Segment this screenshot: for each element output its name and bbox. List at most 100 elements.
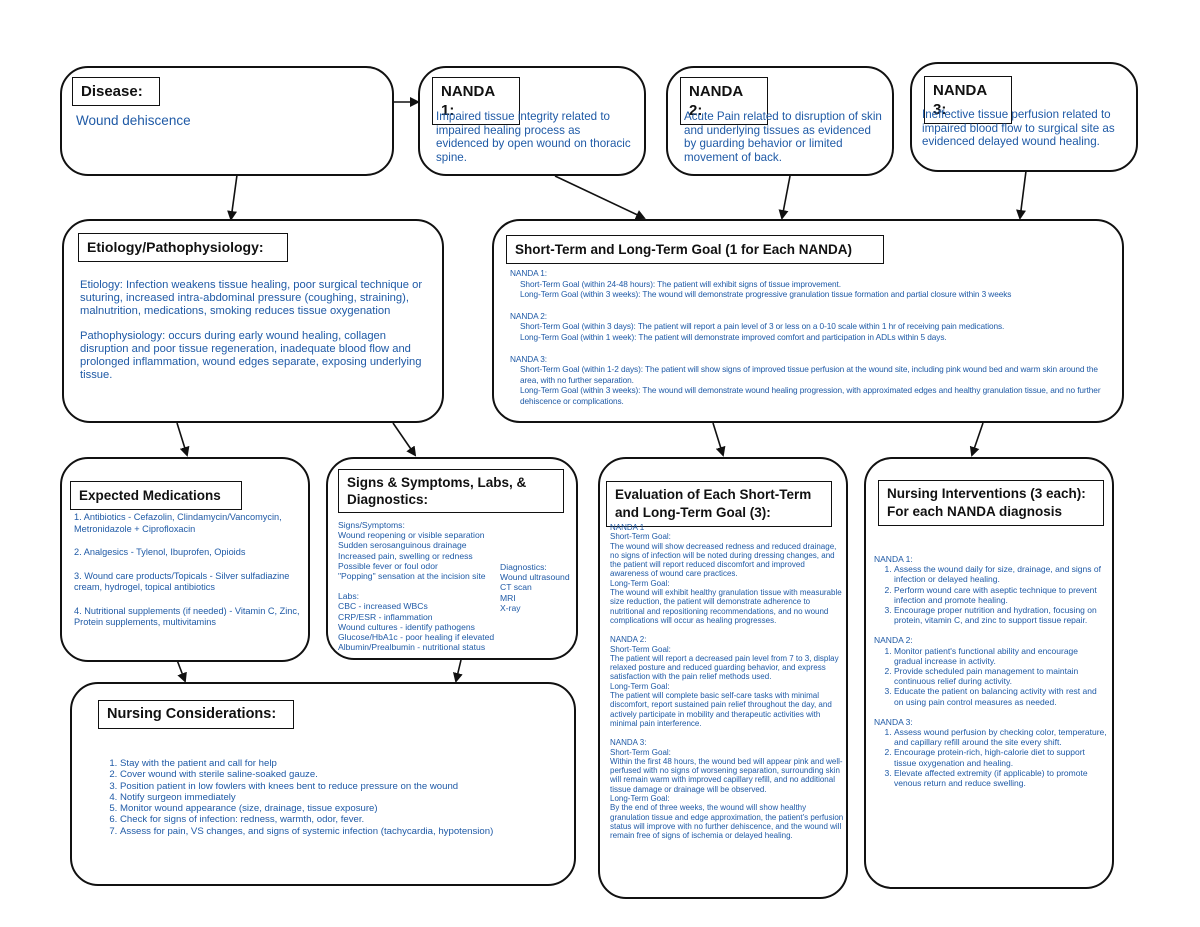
interventions-nanda1-list: Assess the wound daily for size, drainag… xyxy=(874,564,1108,625)
etiology-box: Etiology/Pathophysiology: Etiology: Infe… xyxy=(62,219,444,423)
medications-title: Expected Medications xyxy=(70,481,242,510)
diagnostics-item: CT scan xyxy=(500,582,532,593)
goals-nanda1-head: NANDA 1: xyxy=(510,268,548,278)
consideration-item: Assess for pain, VS changes, and signs o… xyxy=(120,826,574,837)
goals-text-block: NANDA 1: Short-Term Goal (within 24-48 h… xyxy=(510,268,1110,407)
arrow-etiology-to-medications xyxy=(176,422,190,457)
medication-item: 2. Analgesics - Tylenol, Ibuprofen, Opio… xyxy=(74,547,246,557)
intervention-item: Monitor patient's functional ability and… xyxy=(894,646,1108,666)
evaluation-title: Evaluation of Each Short-Term and Long-T… xyxy=(606,481,832,527)
signs-symptom-item: Sudden serosanguinous drainage xyxy=(338,540,467,551)
evaluation-short-label: Short-Term Goal: xyxy=(610,644,671,654)
diagnostics-col: Diagnostics: Wound ultrasound CT scan MR… xyxy=(500,562,576,613)
evaluation-long-label: Long-Term Goal: xyxy=(610,681,670,691)
signs-symptom-item: Possible fever or foul odor xyxy=(338,560,438,571)
diagnostics-item: Wound ultrasound xyxy=(500,572,570,583)
arrow-nanda1-to-goals xyxy=(554,175,646,220)
considerations-box: Nursing Considerations: Stay with the pa… xyxy=(70,682,576,886)
evaluation-short-label: Short-Term Goal: xyxy=(610,747,671,757)
labs-item: Glucose/HbA1c - poor healing if elevated xyxy=(338,632,495,643)
arrow-nanda3-to-goals xyxy=(1016,170,1027,220)
signs-symptom-item: Wound reopening or visible separation xyxy=(338,530,485,541)
labs-head: Labs: xyxy=(338,591,360,602)
interventions-nanda1-head: NANDA 1: xyxy=(874,554,913,564)
arrow-medications-to-considerations xyxy=(176,659,187,683)
medication-item: 4. Nutritional supplements (if needed) -… xyxy=(74,605,300,628)
signs-title: Signs & Symptoms, Labs, & Diagnostics: xyxy=(338,469,564,513)
medications-list: 1. Antibiotics - Cefazolin, Clindamycin/… xyxy=(74,512,302,629)
arrow-goals-to-evaluation xyxy=(712,422,726,457)
labs-item: CRP/ESR - inflammation xyxy=(338,611,433,622)
consideration-item: Check for signs of infection: redness, w… xyxy=(120,814,574,825)
goals-nanda3-head: NANDA 3: xyxy=(510,353,548,364)
intervention-item: Encourage proper nutrition and hydration… xyxy=(894,605,1108,625)
etiology-title: Etiology/Pathophysiology: xyxy=(78,233,288,262)
diagnostics-head: Diagnostics: xyxy=(500,562,547,572)
evaluation-long-text: By the end of three weeks, the wound wil… xyxy=(610,803,844,841)
goals-box: Short-Term and Long-Term Goal (1 for Eac… xyxy=(492,219,1124,423)
intervention-item: Perform wound care with aseptic techniqu… xyxy=(894,585,1108,605)
goals-title: Short-Term and Long-Term Goal (1 for Eac… xyxy=(506,235,884,264)
interventions-nanda3-head: NANDA 3: xyxy=(874,716,913,727)
evaluation-nanda2-head: NANDA 2: xyxy=(610,635,647,645)
evaluation-long-label: Long-Term Goal: xyxy=(610,578,670,588)
signs-box: Signs & Symptoms, Labs, & Diagnostics: S… xyxy=(326,457,578,660)
etiology-text: Etiology: Infection weakens tissue heali… xyxy=(80,279,423,317)
nanda2-text: Acute Pain related to disruption of skin… xyxy=(684,110,882,164)
interventions-box: Nursing Interventions (3 each): For each… xyxy=(864,457,1114,889)
arrow-goals-to-interventions xyxy=(969,422,984,457)
labs-item: Wound cultures - identify pathogens xyxy=(338,621,475,632)
evaluation-short-label: Short-Term Goal: xyxy=(610,532,671,542)
nanda3-text: Ineffective tissue perfusion related to … xyxy=(922,108,1115,148)
goals-nanda1-long: Long-Term Goal (within 3 weeks): The wou… xyxy=(520,289,1012,300)
medications-box: Expected Medications 1. Antibiotics - Ce… xyxy=(60,457,310,662)
nanda1-text: Impaired tissue integrity related to imp… xyxy=(436,110,631,164)
nanda3-box: NANDA 3: Ineffective tissue perfusion re… xyxy=(910,62,1138,172)
intervention-item: Assess wound perfusion by checking color… xyxy=(894,727,1108,747)
nanda1-box: NANDA 1: Impaired tissue integrity relat… xyxy=(418,66,646,176)
evaluation-long-text: The wound will exhibit healthy granulati… xyxy=(610,588,842,625)
intervention-item: Assess the wound daily for size, drainag… xyxy=(894,564,1108,584)
evaluation-nanda1-head: NANDA 1 xyxy=(610,523,645,532)
interventions-title: Nursing Interventions (3 each): For each… xyxy=(878,480,1104,526)
goals-nanda2-short: Short-Term Goal (within 3 days): The pat… xyxy=(520,321,1005,332)
signs-col: Signs/Symptoms: Wound reopening or visib… xyxy=(338,520,514,652)
evaluation-long-text: The patient will complete basic self-car… xyxy=(610,691,832,728)
intervention-item: Encourage protein-rich, high-calorie die… xyxy=(894,747,1108,767)
evaluation-short-text: The patient will report a decreased pain… xyxy=(610,653,839,682)
nanda3-title: NANDA 3: xyxy=(924,76,1012,124)
disease-box: Disease: Wound dehiscence xyxy=(60,66,394,176)
signs-symptom-item: Increased pain, swelling or redness xyxy=(338,550,473,561)
goals-nanda2-long: Long-Term Goal (within 1 week): The pati… xyxy=(520,331,947,342)
evaluation-box: Evaluation of Each Short-Term and Long-T… xyxy=(598,457,848,899)
signs-symptom-item: "Popping" sensation at the incision site xyxy=(338,571,486,582)
goals-nanda1-short: Short-Term Goal (within 24-48 hours): Th… xyxy=(520,278,841,289)
diagnostics-item: X-ray xyxy=(500,602,521,613)
consideration-item: Position patient in low fowlers with kne… xyxy=(120,781,574,792)
nanda2-title: NANDA 2: xyxy=(680,77,768,125)
considerations-title: Nursing Considerations: xyxy=(98,700,294,729)
etiology-text-block: Etiology: Infection weakens tissue heali… xyxy=(80,279,428,382)
consideration-item: Monitor wound appearance (size, drainage… xyxy=(120,803,574,814)
medication-item: 3. Wound care products/Topicals - Silver… xyxy=(74,570,290,593)
intervention-item: Elevate affected extremity (if applicabl… xyxy=(894,768,1108,788)
pathophysiology-text: Pathophysiology: occurs during early wou… xyxy=(80,330,422,381)
goals-nanda3-long: Long-Term Goal (within 3 weeks): The wou… xyxy=(520,385,1101,406)
intervention-item: Provide scheduled pain management to mai… xyxy=(894,666,1108,686)
goals-nanda3-short: Short-Term Goal (within 1-2 days): The p… xyxy=(520,364,1098,385)
evaluation-short-text: Within the first 48 hours, the wound bed… xyxy=(610,756,843,794)
evaluation-long-label: Long-Term Goal: xyxy=(610,794,670,804)
interventions-nanda2-list: Monitor patient's functional ability and… xyxy=(874,646,1108,707)
arrow-nanda2-to-goals xyxy=(778,175,791,220)
nanda2-box: NANDA 2: Acute Pain related to disruptio… xyxy=(666,66,894,176)
evaluation-short-text: The wound will show decreased redness an… xyxy=(610,541,837,579)
signs-symptoms-head: Signs/Symptoms: xyxy=(338,520,405,530)
intervention-item: Educate the patient on balancing activit… xyxy=(894,686,1108,706)
labs-item: CBC - increased WBCs xyxy=(338,601,428,612)
arrow-disease-to-etiology xyxy=(227,174,238,221)
consideration-item: Cover wound with sterile saline-soaked g… xyxy=(120,769,574,780)
considerations-list: Stay with the patient and call for help … xyxy=(102,758,574,837)
interventions-nanda3-list: Assess wound perfusion by checking color… xyxy=(874,727,1108,788)
disease-title: Disease: xyxy=(72,77,160,106)
